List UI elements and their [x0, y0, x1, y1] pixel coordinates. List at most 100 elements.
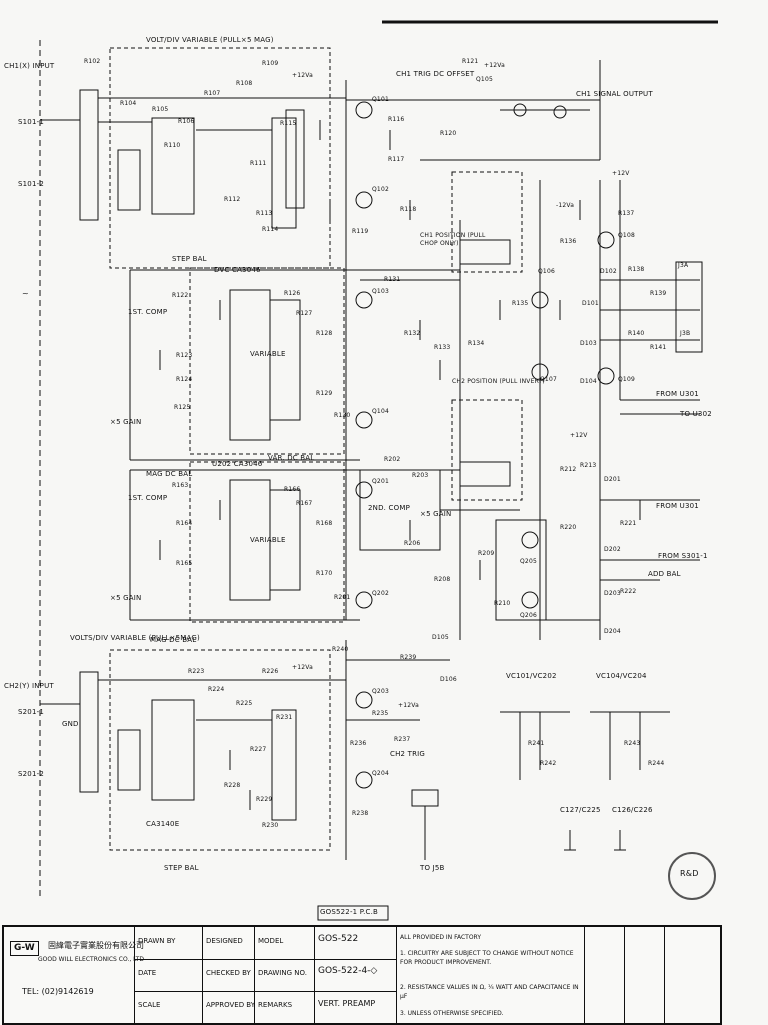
ch1-signal-output-label: CH1 SIGNAL OUTPUT [576, 90, 653, 98]
resistor-label: R226 [262, 668, 279, 675]
company-logo: G-W [10, 941, 39, 956]
resistor-label: R137 [618, 210, 635, 217]
resistor-label: R203 [412, 472, 429, 479]
s201-2-label: S201-2 [18, 770, 44, 778]
diode-label: D203 [604, 590, 621, 597]
resistor-label: R225 [236, 700, 253, 707]
u201-label: CA3140E [146, 820, 180, 828]
company-tel: TEL: (02)9142619 [22, 987, 94, 996]
volt-div-variable-ch1-label: VOLT/DIV VARIABLE (PULL×5 MAG) [146, 36, 274, 44]
drawn-by-label: DRAWN BY [138, 937, 176, 945]
page-mark: ~ [22, 289, 29, 298]
to-u302-label: TO U302 [680, 410, 712, 418]
dvc-caption-label: DVC CA3046 [214, 266, 261, 274]
resistor-label: R213 [580, 462, 597, 469]
supply-label: +12Va [484, 62, 505, 69]
diode-label: D104 [580, 378, 597, 385]
remarks-value: VERT. PREAMP [318, 999, 376, 1008]
transistor-label: Q108 [618, 232, 635, 239]
resistor-label: R165 [176, 560, 193, 567]
second-comp-label: 2ND. COMP [368, 504, 410, 512]
transistor-label: Q206 [520, 612, 537, 619]
transistor-label: Q106 [538, 268, 555, 275]
transistor-label: Q101 [372, 96, 389, 103]
resistor-label: R224 [208, 686, 225, 693]
resistor-label: R223 [188, 668, 205, 675]
remarks-label: REMARKS [258, 1001, 293, 1009]
resistor-label: R131 [384, 276, 401, 283]
transistor-label: Q103 [372, 288, 389, 295]
resistor-label: R125 [174, 404, 191, 411]
date-label: DATE [138, 969, 157, 977]
resistor-label: R231 [276, 714, 293, 721]
resistor-label: R221 [620, 520, 637, 527]
resistor-label: R111 [250, 160, 267, 167]
resistor-label: R104 [120, 100, 137, 107]
resistor-label: R128 [316, 330, 333, 337]
diode-label: D201 [604, 476, 621, 483]
resistor-label: R127 [296, 310, 313, 317]
pcb-note-label: GOS522-1 P.C.B [320, 908, 379, 916]
drawing-no-value: GOS-522-4-◇ [318, 966, 378, 976]
from-u301-b-label: FROM U301 [656, 502, 699, 510]
resistor-label: R122 [172, 292, 189, 299]
first-comp-2-label: 1ST. COMP [128, 494, 168, 502]
supply-label: -12Va [556, 202, 575, 209]
vc104-vc204-label: VC104/VC204 [596, 672, 647, 680]
diode-label: D102 [600, 268, 617, 275]
note-line: 3. UNLESS OTHERWISE SPECIFIED. [400, 1010, 504, 1017]
resistor-label: R117 [388, 156, 405, 163]
resistor-label: R110 [164, 142, 181, 149]
transistor-label: Q109 [618, 376, 635, 383]
rd-seal-stamp: R&D [668, 852, 716, 900]
resistor-label: R227 [250, 746, 267, 753]
resistor-label: R212 [560, 466, 577, 473]
note-line: ALL PROVIDED IN FACTORY [400, 934, 482, 941]
resistor-label: R240 [332, 646, 349, 653]
transistor-label: Q102 [372, 186, 389, 193]
resistor-label: R168 [316, 520, 333, 527]
resistor-label: R135 [512, 300, 529, 307]
scale-label: SCALE [138, 1001, 161, 1009]
s101-1-label: S101-1 [18, 118, 44, 126]
transistor-label: Q204 [372, 770, 389, 777]
step-bal-2-label: STEP BAL [164, 864, 199, 872]
mag-dc-bal-2-label: MAG DC BAL [150, 636, 197, 644]
resistor-label: R118 [400, 206, 417, 213]
resistor-label: R238 [352, 810, 369, 817]
transistor-label: Q201 [372, 478, 389, 485]
resistor-label: R228 [224, 782, 241, 789]
resistor-label: R237 [394, 736, 411, 743]
resistor-label: R222 [620, 588, 637, 595]
resistor-label: R243 [624, 740, 641, 747]
transistor-label: Q205 [520, 558, 537, 565]
note-line: 1. CIRCUITRY ARE SUBJECT TO CHANGE WITHO… [400, 950, 574, 966]
c126-c226-label: C126/C226 [612, 806, 653, 814]
diode-label: D103 [580, 340, 597, 347]
transistor-label: Q203 [372, 688, 389, 695]
note-line: 2. RESISTANCE VALUES IN Ω, ¼ WATT AND CA… [400, 984, 579, 1000]
diode-label: D202 [604, 546, 621, 553]
resistor-label: R201 [334, 594, 351, 601]
drawing-no-label: DRAWING NO. [258, 969, 307, 977]
resistor-label: R139 [650, 290, 667, 297]
diode-label: D204 [604, 628, 621, 635]
transistor-label: Q202 [372, 590, 389, 597]
transistor-label: Q104 [372, 408, 389, 415]
resistor-label: R229 [256, 796, 273, 803]
supply-label: +12V [570, 432, 588, 439]
resistor-label: R236 [350, 740, 367, 747]
x5-gain-label: ×5 GAIN [110, 418, 142, 426]
resistor-label: R124 [176, 376, 193, 383]
supply-label: +12Va [292, 72, 313, 79]
from-u301-a-label: FROM U301 [656, 390, 699, 398]
resistor-label: R126 [284, 290, 301, 297]
to-j5b-label: TO J5B [420, 864, 445, 872]
resistor-label: R210 [494, 600, 511, 607]
variable-label: VARIABLE [250, 350, 286, 358]
title-block: G-W 固緯電子實業股份有限公司 GOOD WILL ELECTRONICS C… [2, 925, 722, 1025]
designed-label: DESIGNED [206, 937, 243, 945]
resistor-label: R220 [560, 524, 577, 531]
resistor-label: R108 [236, 80, 253, 87]
seal-text: R&D [680, 869, 699, 878]
